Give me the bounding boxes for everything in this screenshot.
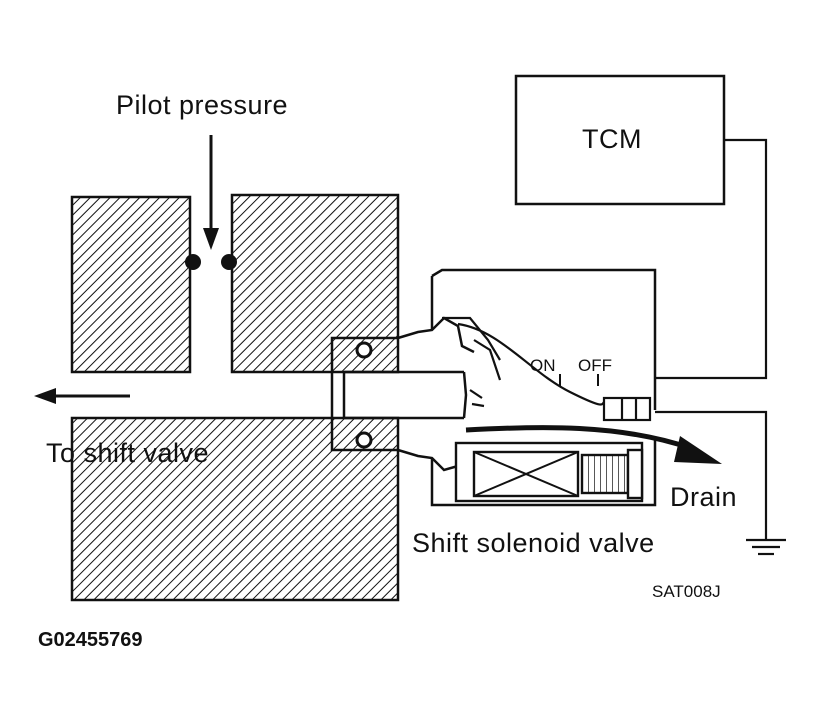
orifice-left-ball bbox=[185, 254, 201, 270]
tcm-signal-wire bbox=[655, 138, 768, 380]
o-ring-lower bbox=[355, 431, 373, 449]
orifice bbox=[185, 254, 237, 270]
valve-body-upper-right bbox=[230, 193, 400, 374]
to-shift-valve-arrow bbox=[34, 388, 130, 404]
drain-label: Drain bbox=[670, 482, 737, 512]
pilot-pressure-label: Pilot pressure bbox=[116, 90, 288, 120]
solenoid-housing bbox=[330, 268, 657, 507]
pilot-pressure-arrow bbox=[203, 135, 219, 250]
drain-arrow bbox=[465, 425, 722, 464]
coil-pole bbox=[580, 453, 630, 495]
on-label: ON bbox=[530, 356, 556, 375]
off-label: OFF bbox=[578, 356, 612, 375]
o-ring-upper bbox=[355, 341, 373, 359]
document-id: G02455769 bbox=[38, 629, 143, 651]
valve-body-upper-left bbox=[70, 195, 192, 374]
ground-wire bbox=[655, 410, 768, 540]
solenoid-coil bbox=[454, 441, 644, 503]
orifice-right-ball bbox=[221, 254, 237, 270]
tcm-label: TCM bbox=[582, 124, 642, 154]
figure-code: SAT008J bbox=[652, 582, 721, 601]
tcm-unit bbox=[514, 74, 726, 206]
ground-icon bbox=[746, 538, 786, 556]
valve-body bbox=[70, 193, 400, 602]
on-off-markers bbox=[559, 374, 599, 386]
plunger bbox=[442, 316, 652, 422]
o-rings bbox=[355, 341, 373, 449]
tcm-box bbox=[514, 74, 726, 206]
wiring bbox=[655, 138, 768, 540]
shift-solenoid-valve-label: Shift solenoid valve bbox=[412, 528, 655, 558]
valve-body-lower bbox=[70, 416, 400, 602]
to-shift-valve-label: To shift valve bbox=[46, 438, 209, 468]
